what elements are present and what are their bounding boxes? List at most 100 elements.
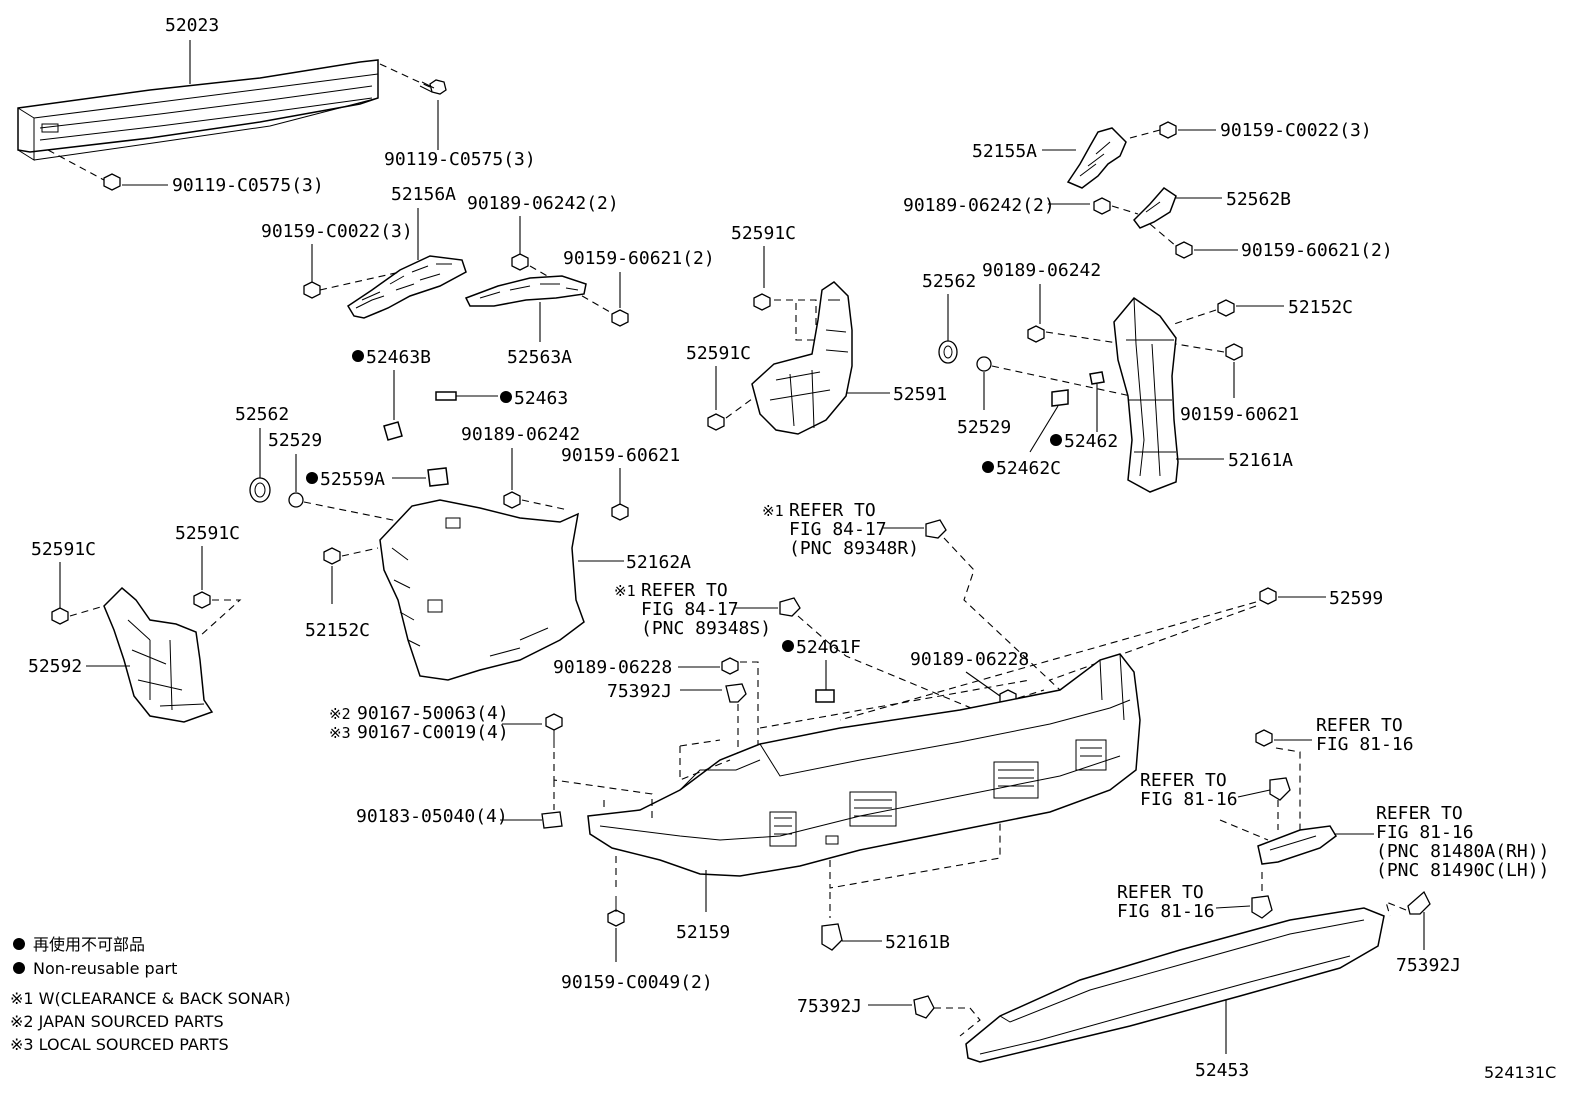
ref-89348R-line3: (PNC 89348R) [789, 538, 919, 559]
part-label-52152C-left: 52152C [305, 620, 370, 641]
bolt-icon [545, 713, 653, 820]
part-label-90189-06242-2-left: 90189-06242(2) [467, 193, 619, 214]
clip-icon [821, 892, 882, 951]
part-label-52529-left: 52529 [268, 430, 322, 451]
clip-icon [725, 683, 747, 760]
part-label-52591C-left: 52591C [175, 523, 240, 544]
ref-89348R-line1: REFER TO [789, 500, 876, 521]
bracket-52591-drawing [751, 281, 853, 435]
part-label-52023: 52023 [165, 15, 219, 36]
non-reusable-dot-icon [13, 938, 25, 950]
part-label-52453: 52453 [1195, 1060, 1249, 1081]
part-label-52591C-far-left: 52591C [31, 539, 96, 560]
part-label-52161B: 52161B [885, 932, 950, 953]
part-label-90159-60621-centre: 90159-60621 [561, 445, 680, 466]
ref-81-16-b-line2: FIG 81-16 [1140, 789, 1238, 810]
part-label-90189-06228-right: 90189-06228 [910, 649, 1029, 670]
part-label-52461F: 52461F [796, 637, 861, 658]
grommet-icon [249, 477, 271, 503]
part-label-52463: 52463 [514, 388, 568, 409]
non-reusable-dot-icon [306, 472, 318, 484]
part-label-75392J-bottom: 75392J [797, 996, 862, 1017]
clip-icon [707, 395, 757, 431]
pad-52462-drawing [1089, 371, 1105, 385]
part-label-52563A: 52563A [507, 347, 572, 368]
part-label-52462: 52462 [1064, 431, 1118, 452]
ref-81-16-c-line1: REFER TO [1117, 882, 1204, 903]
bolt-icon [1175, 343, 1243, 361]
ref-81480A-line3: (PNC 81480A(RH)) [1376, 841, 1549, 862]
bolt-icon [611, 503, 629, 521]
non-reusable-dot-icon [982, 461, 994, 473]
part-label-75392J-right: 75392J [1396, 955, 1461, 976]
legend-note-3: ※3 LOCAL SOURCED PARTS [10, 1035, 229, 1054]
bolt-icon [839, 587, 1277, 721]
bolt-icon [1129, 121, 1216, 139]
grommet-icon [938, 340, 958, 364]
part-label-52591C-mid: 52591C [686, 343, 751, 364]
clip-icon [913, 995, 981, 1037]
retainer-52161A-drawing [1113, 296, 1179, 493]
clip-icon [323, 547, 379, 565]
part-label-52562-left: 52562 [235, 404, 289, 425]
part-label-52161A: 52161A [1228, 450, 1293, 471]
bracket-52592-drawing [103, 586, 214, 723]
ref-marker: ※1 [762, 502, 784, 520]
non-reusable-dot-icon [782, 640, 794, 652]
part-label-90183-05040: 90183-05040(4) [356, 806, 508, 827]
clip-icon [1255, 729, 1312, 830]
ref-81480A-line4: (PNC 81490C(LH)) [1376, 860, 1549, 881]
reflector-drawing [1257, 825, 1337, 865]
non-reusable-dot-icon [352, 350, 364, 362]
part-label-52599: 52599 [1329, 588, 1383, 609]
part-label-90189-06242-centre: 90189-06242 [461, 424, 580, 445]
legend-note-1: ※1 W(CLEARANCE & BACK SONAR) [10, 989, 291, 1008]
part-label-52155A: 52155A [972, 141, 1037, 162]
ref-89348R-line2: FIG 84-17 [789, 519, 887, 540]
clip-icon [1027, 325, 1125, 345]
pad-52461F-drawing [815, 689, 835, 703]
bolt-icon [47, 149, 168, 191]
clip-icon [976, 356, 1141, 399]
part-label-52152C-right: 52152C [1288, 297, 1353, 318]
reinforcement-beam-drawing [17, 59, 379, 161]
part-label-52591C-top: 52591C [731, 223, 796, 244]
ref-81480A-line1: REFER TO [1376, 803, 1463, 824]
ref-89348S-line2: FIG 84-17 [641, 599, 739, 620]
clip-icon [1173, 299, 1235, 325]
ref-81-16-b-line1: REFER TO [1140, 770, 1227, 791]
part-label-90167-50063: 90167-50063(4) [357, 703, 509, 724]
bolt-icon [379, 63, 447, 150]
clip-icon [511, 253, 611, 313]
part-label-90159-C0022-left: 90159-C0022(3) [261, 221, 413, 242]
bolt-icon [1149, 223, 1238, 259]
clip-icon [193, 591, 242, 637]
pad-52463B-drawing [383, 421, 403, 441]
bolt-icon [611, 309, 629, 327]
non-reusable-dot-icon [13, 962, 25, 974]
part-label-90159-60621-2-right: 90159-60621(2) [1241, 240, 1393, 261]
non-reusable-dot-icon [1050, 434, 1062, 446]
figure-id: 524131C [1484, 1063, 1556, 1082]
retainer-52162A-drawing [379, 499, 585, 681]
part-label-90159-C0022-right: 90159-C0022(3) [1220, 120, 1372, 141]
part-label-90159-C0049: 90159-C0049(2) [561, 972, 713, 993]
sensor-bracket-icon [925, 519, 1061, 691]
lower-garnish-52453-drawing [965, 907, 1385, 1063]
part-label-90167-C0019: 90167-C0019(4) [357, 722, 509, 743]
part-label-90159-60621-right: 90159-60621 [1180, 404, 1299, 425]
clip-icon [1385, 890, 1431, 917]
clip-icon [1093, 197, 1139, 215]
bracket-52562B-drawing [1133, 187, 1177, 229]
sensor-bracket-icon [779, 597, 1001, 721]
bracket-52156A-drawing [346, 255, 467, 319]
part-label-52529-right: 52529 [957, 417, 1011, 438]
nut-icon [541, 811, 563, 829]
part-label-52562B: 52562B [1226, 189, 1291, 210]
bracket-52563A-drawing [464, 275, 587, 307]
part-label-52156A: 52156A [391, 184, 456, 205]
ref-89348S-line1: REFER TO [641, 580, 728, 601]
pad-52559A-drawing [427, 467, 449, 487]
ref-81-16-a-line1: REFER TO [1316, 715, 1403, 736]
